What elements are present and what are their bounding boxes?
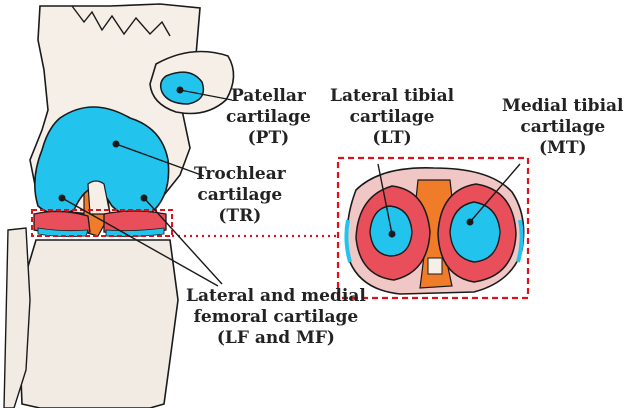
patellar-line3: (PT)	[226, 128, 311, 149]
trochlear-cartilage-label: Trochlear cartilage (TR)	[194, 164, 286, 227]
patellar-cartilage-label: Patellar cartilage (PT)	[226, 86, 311, 149]
femoral-line2: femoral cartilage	[186, 307, 366, 328]
lateral-tibial-cartilage-label: Lateral tibial cartilage (LT)	[330, 86, 454, 149]
femoral-dot-medial	[141, 195, 148, 202]
femoral-cartilage-label: Lateral and medial femoral cartilage (LF…	[186, 286, 366, 349]
patellar-line2: cartilage	[226, 107, 311, 128]
medial-tibial-line2: cartilage	[502, 117, 624, 138]
patellar-dot	[177, 87, 184, 94]
femoral-line3: (LF and MF)	[186, 328, 366, 349]
plateau-notch	[428, 258, 442, 274]
medial-tibial-cartilage	[450, 202, 500, 262]
tibia-bone	[18, 240, 178, 408]
lateral-tibial-line2: cartilage	[330, 107, 454, 128]
trochlear-line3: (TR)	[194, 206, 286, 227]
trochlear-line2: cartilage	[194, 185, 286, 206]
medial-tibial-dot	[467, 219, 474, 226]
trochlear-line1: Trochlear	[194, 164, 286, 185]
tibial-plateau-zoom	[338, 158, 528, 298]
lateral-tibial-dot	[389, 231, 396, 238]
femoral-line1: Lateral and medial	[186, 286, 366, 307]
femoral-dot-lateral	[59, 195, 66, 202]
patellar-line1: Patellar	[226, 86, 311, 107]
trochlear-dot	[113, 141, 120, 148]
lateral-tibial-line3: (LT)	[330, 128, 454, 149]
medial-tibial-cartilage-label: Medial tibial cartilage (MT)	[502, 96, 624, 159]
lateral-tibial-line1: Lateral tibial	[330, 86, 454, 107]
medial-tibial-line3: (MT)	[502, 138, 624, 159]
medial-tibial-line1: Medial tibial	[502, 96, 624, 117]
